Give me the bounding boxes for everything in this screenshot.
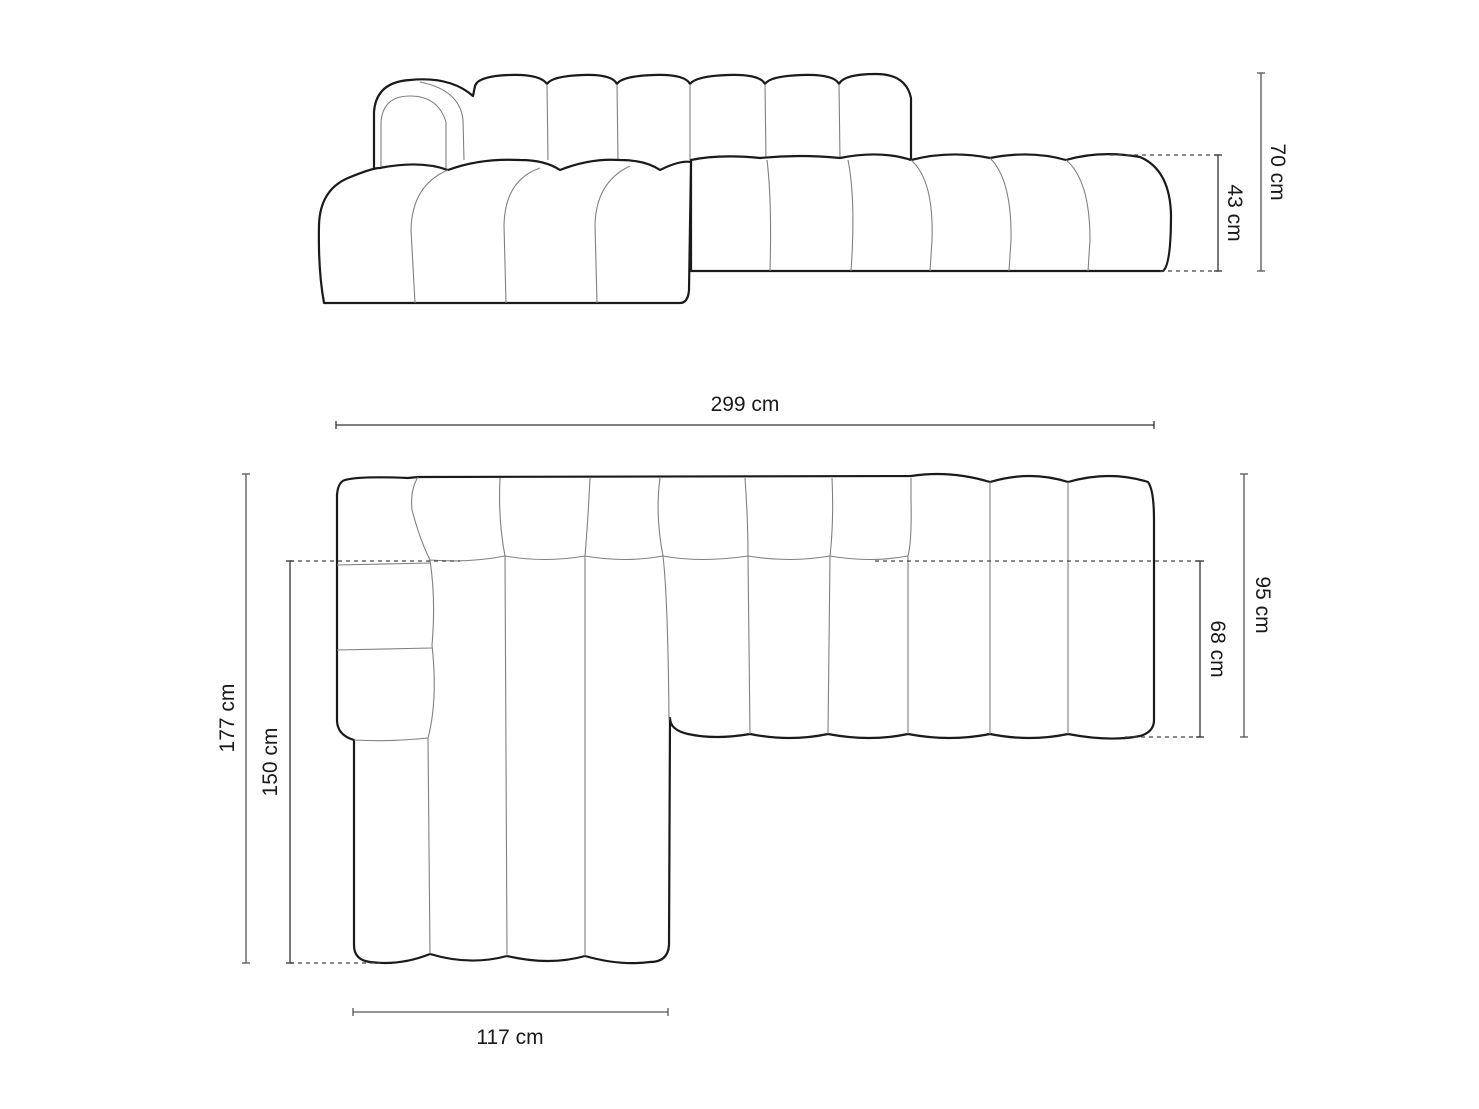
total-depth-label: 95 cm bbox=[1251, 576, 1274, 633]
chaise-width-label: 117 cm bbox=[476, 1026, 543, 1049]
seat-height-label: 43 cm bbox=[1223, 184, 1246, 241]
front-view bbox=[317, 72, 1173, 305]
height-dimensions: 43 cm 70 cm bbox=[1110, 72, 1289, 272]
width-dimension: 299 cm bbox=[335, 393, 1155, 429]
top-view bbox=[335, 472, 1156, 965]
total-length-label: 177 cm bbox=[216, 684, 239, 753]
seat-depth-label: 68 cm bbox=[1206, 620, 1229, 677]
plan-dimensions: 177 cm 150 cm 68 cm 95 cm 117 cm bbox=[216, 473, 1274, 1049]
total-height-label: 70 cm bbox=[1266, 143, 1289, 200]
left-chaise-section bbox=[317, 158, 693, 305]
plan-outline bbox=[335, 472, 1156, 965]
armrest-inner-arch bbox=[380, 95, 447, 168]
chaise-seat-length-label: 150 cm bbox=[259, 728, 282, 797]
total-width-label: 299 cm bbox=[711, 393, 780, 416]
